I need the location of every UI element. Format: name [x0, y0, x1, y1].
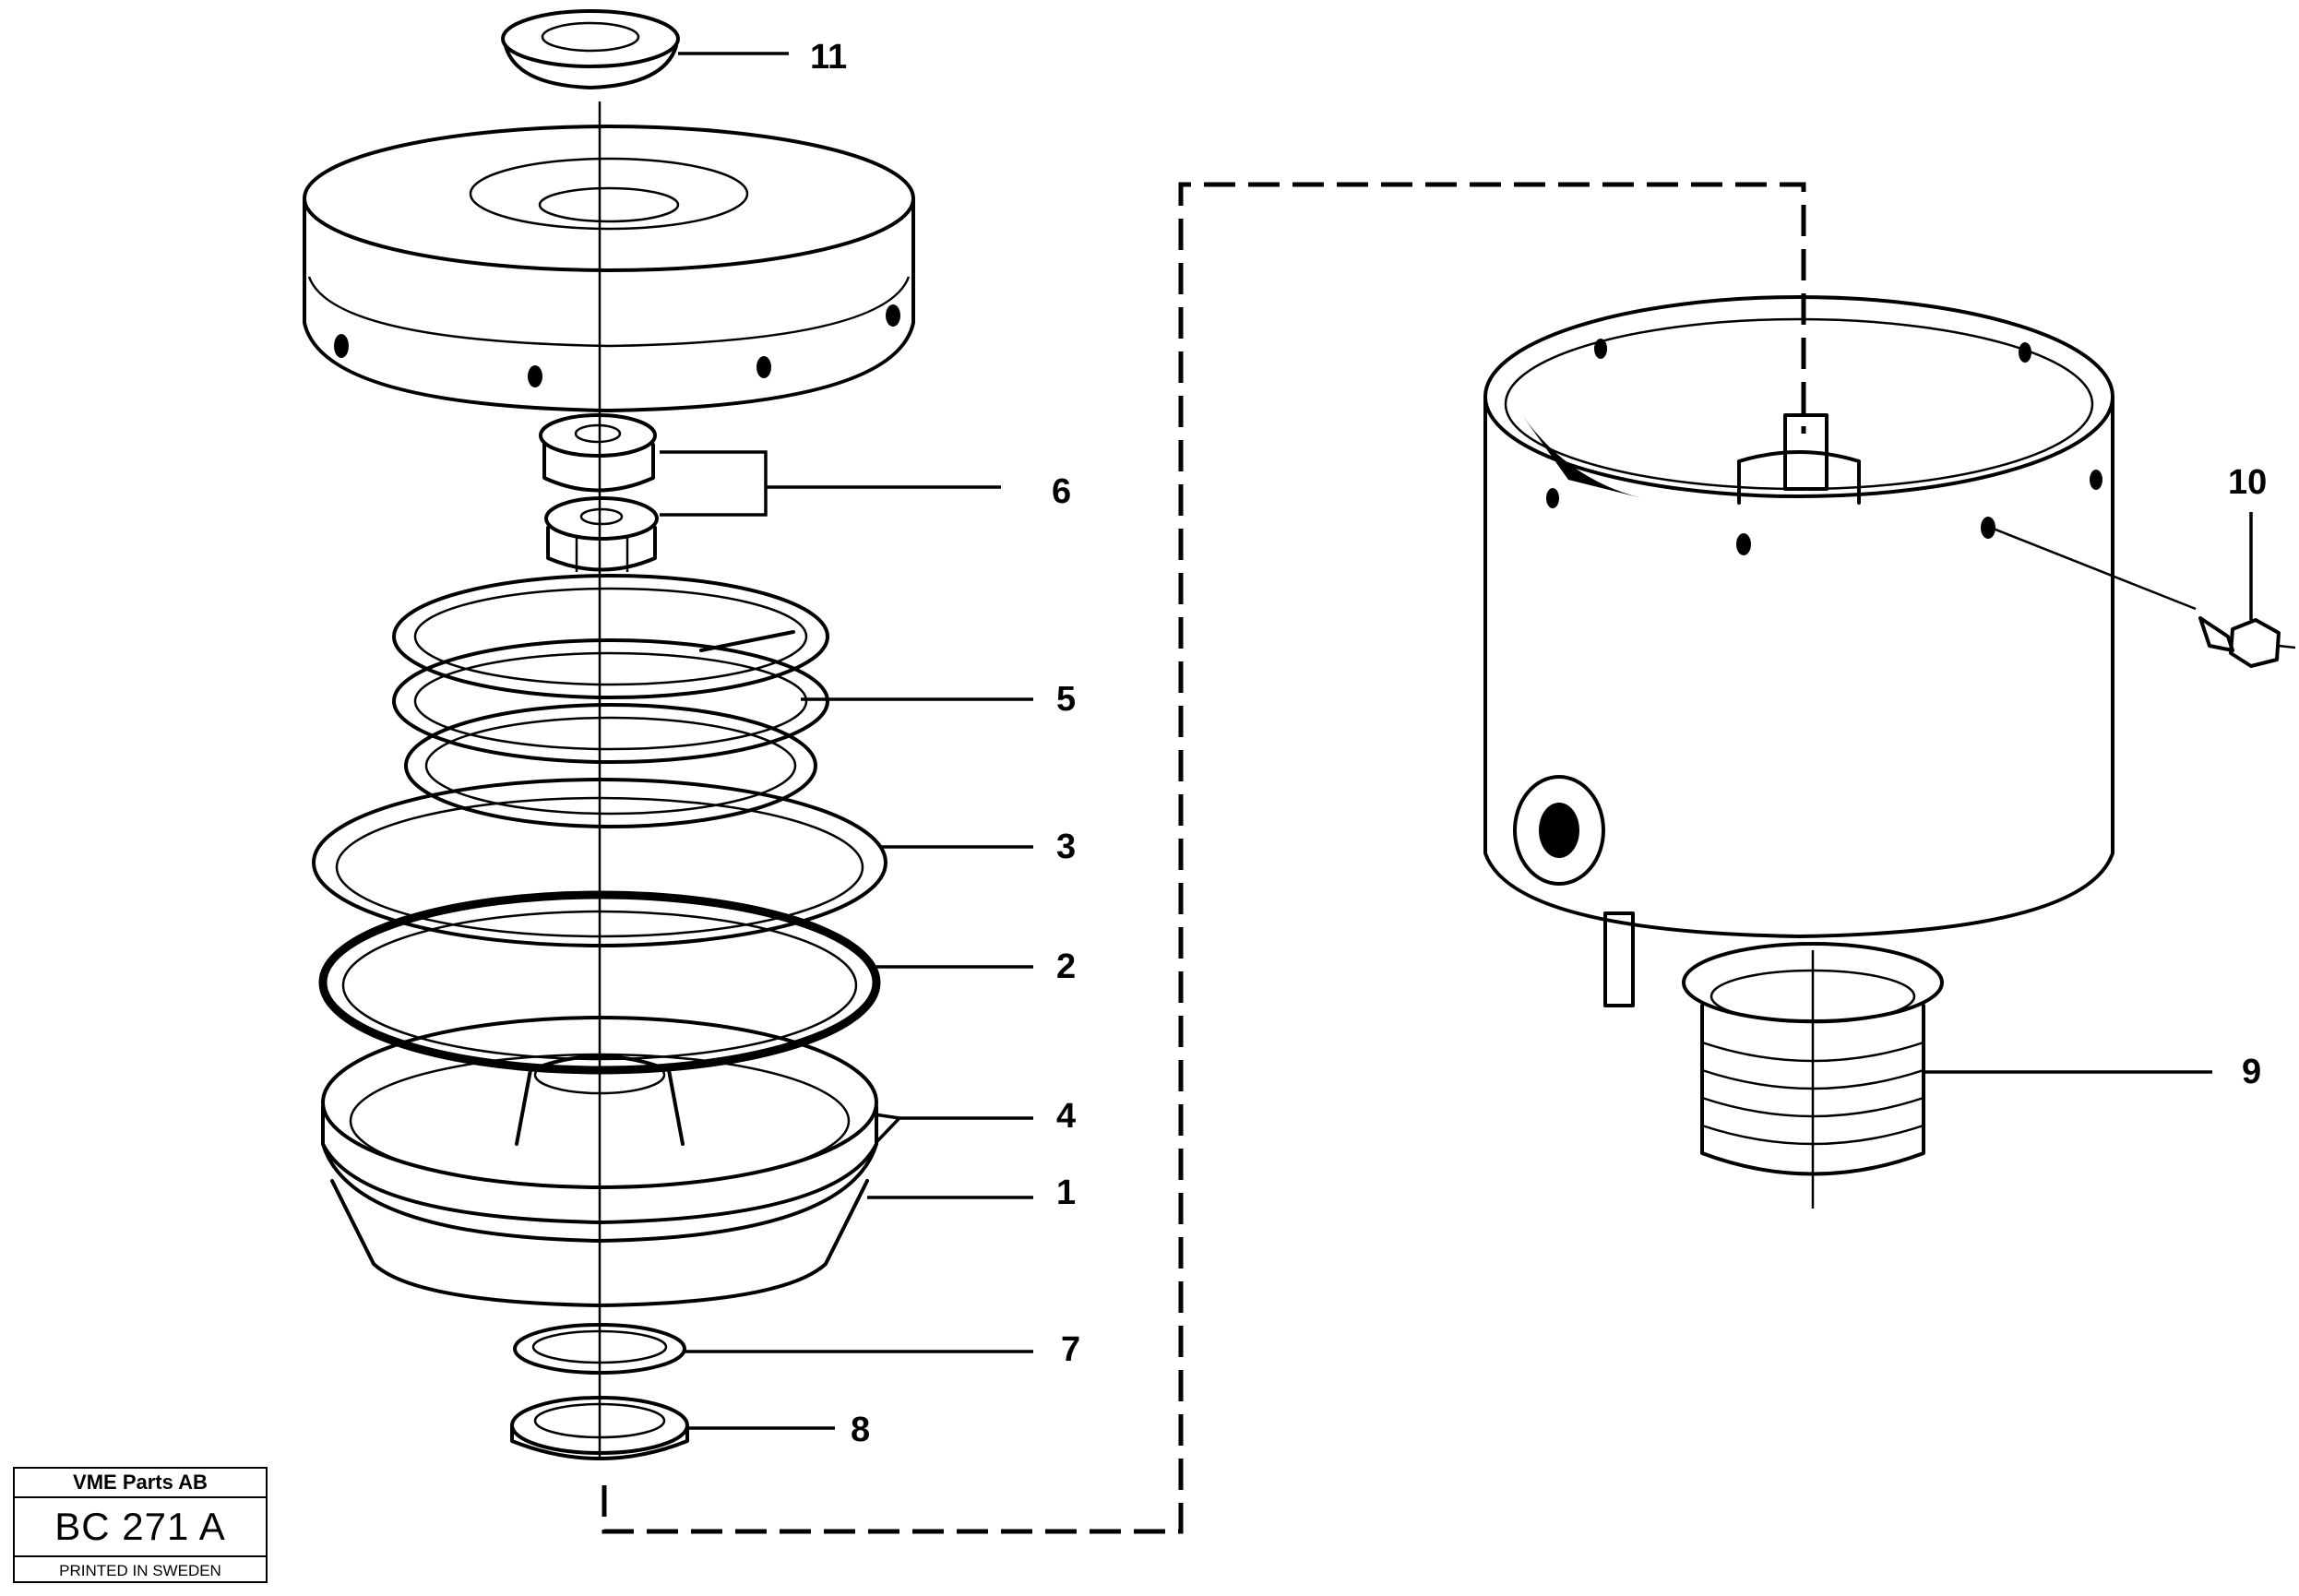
callout-2: 2: [1056, 947, 1076, 986]
leader-lines: [660, 52, 2253, 1430]
part-6-nuts: [539, 413, 659, 572]
part-10-screw: [1990, 526, 2296, 668]
part-5-spring: [392, 574, 829, 828]
part-8-washer: [510, 1396, 689, 1460]
callout-11: 11: [810, 38, 847, 77]
part-2-o-ring: [318, 890, 881, 1075]
callout-7: 7: [1061, 1330, 1080, 1369]
callout-3: 3: [1056, 828, 1076, 866]
callout-1: 1: [1056, 1173, 1076, 1212]
part-9-threaded-boss: [1682, 942, 1944, 1209]
part-11-cap: [501, 9, 680, 89]
callout-4: 4: [1056, 1097, 1076, 1136]
title-block: VME Parts AB BC 271 A PRINTED IN SWEDEN: [13, 1467, 268, 1583]
part-7-ring: [513, 1323, 686, 1375]
printed-note: PRINTED IN SWEDEN: [59, 1562, 221, 1579]
assembly-path-line: [602, 182, 1806, 1534]
part-3-ring: [312, 778, 887, 947]
company-name: VME Parts AB: [15, 1469, 266, 1498]
top-cover: [303, 125, 915, 412]
drawing-code: BC 271 A: [15, 1498, 266, 1557]
part-1-bowl: [321, 1016, 878, 1307]
callout-9: 9: [2242, 1053, 2261, 1091]
callout-8: 8: [851, 1411, 870, 1449]
callout-10: 10: [2228, 463, 2267, 502]
housing: [1483, 295, 2114, 1007]
callout-6: 6: [1052, 472, 1071, 511]
callout-5: 5: [1056, 680, 1076, 719]
